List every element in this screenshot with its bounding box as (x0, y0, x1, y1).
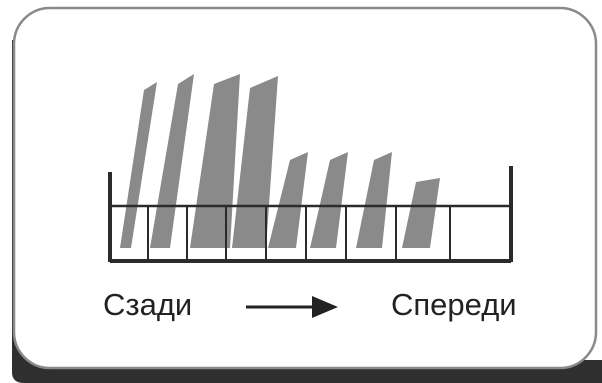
rack (108, 166, 513, 263)
plate-3 (190, 74, 240, 248)
plate-4 (232, 76, 278, 248)
plate-8 (402, 178, 440, 248)
right-arrow-icon (246, 296, 338, 318)
plate-1 (120, 82, 157, 248)
rack-dividers (147, 206, 451, 261)
plates-tall (120, 74, 278, 248)
plate-2 (150, 74, 194, 248)
front-label: Спереди (391, 287, 517, 322)
plate-6 (310, 152, 348, 248)
back-label: Сзади (103, 287, 193, 322)
plate-5 (268, 152, 308, 248)
card-border (12, 6, 598, 370)
plate-7 (356, 152, 392, 248)
plates-short (268, 152, 440, 248)
